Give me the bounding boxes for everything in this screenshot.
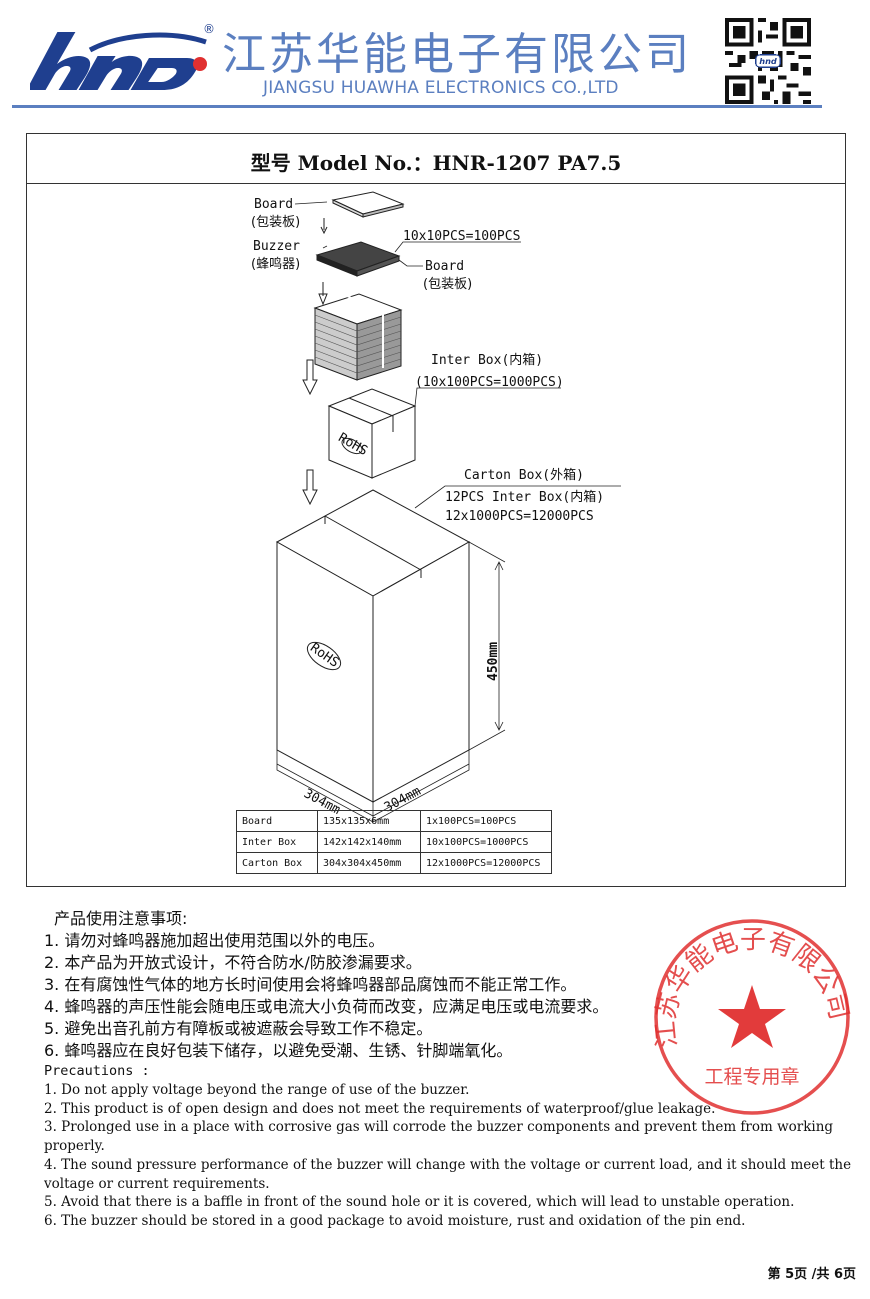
stack-layer-lines — [314, 314, 402, 374]
buzzer-label: Buzzer — [253, 239, 300, 254]
down-arrow-icon — [302, 469, 318, 506]
height-dim-label: 450mm — [486, 642, 501, 681]
notes-cn-item: 3. 在有腐蚀性气体的地方长时间使用会将蜂鸣器部品腐蚀而不能正常工作。 — [44, 975, 577, 994]
company-logo — [30, 32, 207, 90]
top-board-face — [331, 191, 405, 215]
inter-box-label: Inter Box(内箱) — [431, 352, 543, 368]
notes-en-item: 6. The buzzer should be stored in a good… — [44, 1212, 746, 1229]
board-bottom-label-cn: (包装板) — [423, 277, 472, 292]
buzzer-layer-edge — [356, 255, 400, 277]
carton-qty-label: 12x1000PCS=12000PCS — [445, 509, 594, 524]
table-cell: Carton Box — [236, 852, 318, 874]
table-cell: 142x142x140mm — [317, 831, 421, 853]
rohs-seal-small — [341, 437, 363, 455]
registered-mark: ® — [203, 22, 215, 36]
down-arrow-icon — [318, 282, 328, 306]
table-cell: Board — [236, 810, 318, 832]
model-title: 型号 Model No.：HNR-1207 PA7.5 — [250, 151, 622, 175]
buzzer-layer — [315, 241, 401, 272]
spec-table: Board 135x135x6mm 1x100PCS=100PCS Inter … — [236, 810, 552, 874]
down-arrow-icon — [302, 359, 318, 396]
page-number: 第 5页 /共 6页 — [767, 1267, 856, 1282]
qr-code-icon: hnd — [725, 18, 811, 104]
notes-cn-item: 2. 本产品为开放式设计，不符合防水/防胶渗漏要求。 — [44, 953, 422, 972]
table-row: Carton Box 304x304x450mm 12x1000PCS=1200… — [236, 852, 552, 874]
board-bottom-label: Board — [425, 259, 464, 274]
table-cell: 1x100PCS=100PCS — [420, 810, 552, 832]
packaging-diagram: RoHS RoHS Board (包装板) Buzzer (蜂鸣器) 10x10… — [251, 191, 621, 823]
qr-logo-text: hnd — [759, 56, 777, 66]
notes-en-item: 2. This product is of open design and do… — [44, 1100, 716, 1117]
layer-qty-label: 10x10PCS=100PCS — [403, 229, 520, 244]
notes-en-item: 1. Do not apply voltage beyond the range… — [44, 1082, 470, 1098]
table-row: Board 135x135x6mm 1x100PCS=100PCS — [236, 810, 552, 832]
notes-cn-item: 4. 蜂鸣器的声压性能会随电压或电流大小负荷而改变，应满足电压或电流要求。 — [44, 997, 609, 1016]
carton-contents-label: 12PCS Inter Box(内箱) — [445, 489, 604, 505]
inter-box-qty-label: (10x100PCS=1000PCS) — [415, 375, 564, 390]
table-cell: 304x304x450mm — [317, 852, 421, 874]
notes-cn-item: 6. 蜂鸣器应在良好包装下储存，以避免受潮、生锈、针脚端氧化。 — [44, 1041, 513, 1060]
height-dimension — [468, 541, 506, 751]
buzzer-label-cn: (蜂鸣器) — [251, 256, 300, 272]
board-top-label: Board — [254, 197, 293, 212]
notes-en-item: 3. Prolonged use in a place with corrosi… — [44, 1119, 834, 1155]
notes-cn-item: 1. 请勿对蜂鸣器施加超出使用范围以外的电压。 — [44, 931, 385, 950]
company-name-cn: 江苏华能电子有限公司 — [222, 29, 692, 80]
notes-cn-heading: 产品使用注意事项: — [54, 909, 188, 928]
inter-box-right — [371, 405, 416, 479]
seal-center-text: 工程专用章 — [704, 1066, 799, 1088]
letterhead: ® 江苏华能电子有限公司 JIANGSU HUAWHA ELECTRONICS … — [0, 0, 870, 112]
width-dimension-right — [372, 750, 470, 823]
header-rule — [12, 105, 822, 108]
seal-star-icon — [718, 985, 786, 1048]
notes-en-item: 5. Avoid that there is a baffle in front… — [44, 1194, 795, 1211]
arrow-icon — [320, 218, 328, 235]
packaging-frame: 型号 Model No.：HNR-1207 PA7.5 — [26, 133, 846, 887]
carton-box-label: Carton Box(外箱) — [464, 467, 584, 483]
company-seal: 江苏华能电子有限公司 工程专用章 — [651, 919, 854, 1115]
table-row: Inter Box 142x142x140mm 10x100PCS=1000PC… — [236, 831, 552, 853]
table-cell: 12x1000PCS=12000PCS — [420, 852, 552, 874]
top-board-edge — [362, 203, 404, 218]
rohs-seal-large — [306, 641, 342, 671]
table-cell: 10x100PCS=1000PCS — [420, 831, 552, 853]
table-cell: Inter Box — [236, 831, 318, 853]
notes-en-heading: Precautions : — [44, 1063, 150, 1079]
model-title-row: 型号 Model No.：HNR-1207 PA7.5 — [27, 134, 845, 184]
company-name-en: JIANGSU HUAWHA ELECTRONICS CO.,LTD — [263, 78, 619, 98]
notes-en-item: 4. The sound pressure performance of the… — [44, 1156, 852, 1192]
notes-cn-item: 5. 避免出音孔前方有障板或被遮蔽会导致工作不稳定。 — [44, 1019, 433, 1038]
table-cell: 135x135x6mm — [317, 810, 421, 832]
board-top-label-cn: (包装板) — [251, 215, 300, 230]
usage-notes: 产品使用注意事项: 1. 请勿对蜂鸣器施加超出使用范围以外的电压。 2. 本产品… — [44, 908, 864, 1231]
